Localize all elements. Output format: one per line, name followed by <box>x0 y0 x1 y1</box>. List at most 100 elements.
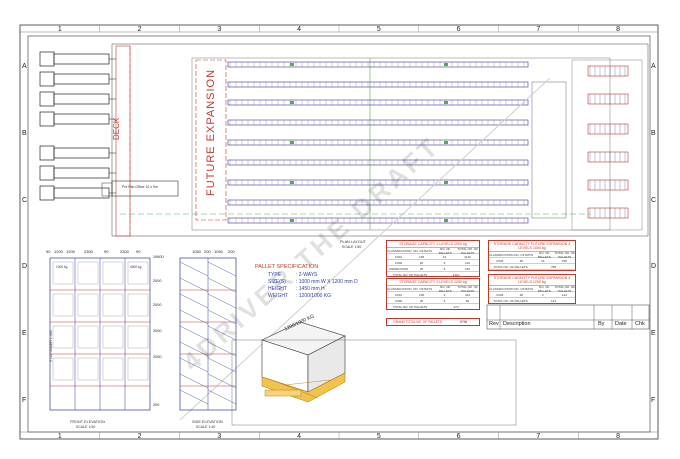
side-top-dim: 200 <box>204 249 211 254</box>
bracing <box>179 389 209 405</box>
by-header: By <box>598 321 605 327</box>
front-top-dim: 2300 <box>120 249 129 254</box>
cell: 16 <box>541 258 545 263</box>
total-value: 4410 <box>452 272 460 277</box>
side-top-dim: 200 <box>228 249 235 254</box>
cell: 48 <box>519 258 523 263</box>
hdr-total: TOTAL NO. OF PALLETS <box>554 284 575 293</box>
grid-col-top: 4 <box>297 26 302 33</box>
pallet-load-box <box>77 357 99 381</box>
front-side-dim: 2000 <box>153 355 162 359</box>
cell: 768 <box>561 258 567 263</box>
rack-bays <box>229 200 525 205</box>
pallet-height-label: HEIGHT <box>268 286 287 292</box>
bracing <box>207 373 237 389</box>
rack-row <box>227 81 529 88</box>
cell: C001 <box>394 292 403 297</box>
hdr-total: TOTAL NO. OF PALLETS <box>554 250 575 259</box>
pallet-load-box <box>102 293 124 317</box>
cell: 20 <box>419 260 424 265</box>
grid-row-left: A <box>22 63 27 71</box>
grid-row-right: E <box>651 330 656 337</box>
truck-body <box>39 71 55 87</box>
right-rack <box>587 93 629 105</box>
cell: 120 <box>464 260 470 265</box>
pallet-load-box <box>77 261 99 285</box>
grid-row-left: C <box>22 196 28 204</box>
hdr-bays: NO. OF BAYS <box>514 286 534 291</box>
chk-header: Chk <box>635 321 645 327</box>
total-label: TOTAL NO. OF PALLETS <box>392 272 428 277</box>
table-future-4l-1000: STORAGE CAPACITY FUTURE EXPANSION 4 LEVE… <box>488 240 576 271</box>
total-label: TOTAL NO. OF PALLETS <box>392 304 428 309</box>
hdr-pallets: NO. OF PALLETS <box>438 284 452 293</box>
front-top-dim: 1200 <box>66 249 75 254</box>
table-title: STORAGE CAPACITY 3 LEVELS 1200 kg <box>387 279 479 286</box>
truck-trailer <box>53 167 110 179</box>
pallet-size-label: SIZE(S) <box>268 279 286 285</box>
grand-total-value: 5796 <box>460 320 468 324</box>
cell: 6 <box>443 260 446 265</box>
cell: C003 <box>496 292 504 297</box>
hdr-class: CLASSIFICATION <box>387 248 412 253</box>
pallet-load-box <box>77 325 99 349</box>
truck-trailer <box>53 187 110 199</box>
bracing <box>207 293 237 309</box>
table-future-4l-1200: STORAGE CAPACITY FUTURE EXPANSION 4 LEVE… <box>488 274 576 304</box>
pallet-load-box <box>102 261 124 285</box>
grid-row-right: D <box>651 263 657 271</box>
truck-body <box>39 165 55 181</box>
hdr-total: TOTAL NO. OF PALLETS <box>457 246 478 255</box>
hdr-bays: NO. OF BAYS <box>413 286 433 291</box>
column-marker <box>290 141 294 144</box>
front-elev-scale: SCALE 1:50 <box>76 425 96 429</box>
cell: 138 <box>418 254 424 259</box>
side-elev-scale: SCALE 1:40 <box>196 425 216 429</box>
rack-row <box>227 61 529 68</box>
load-label: 1000 kg <box>56 265 68 269</box>
front-top-dim: 1200 <box>54 249 63 254</box>
grid-row-left: D <box>22 263 28 271</box>
cell: 144 <box>561 292 567 297</box>
bracing <box>179 357 209 373</box>
front-side-dim: 10600 <box>153 255 164 259</box>
total-label: TOTAL NO. OF PALLETS <box>493 264 528 269</box>
grid-row-left: B <box>22 130 27 137</box>
rack-bays <box>229 218 525 223</box>
pallet-load-box <box>77 293 99 317</box>
side-top-dim: 1050 <box>192 249 201 254</box>
bracing <box>207 261 237 277</box>
cell: C001 <box>394 254 403 259</box>
grid-col-bottom: 7 <box>536 433 541 440</box>
cell: 138 <box>418 292 424 297</box>
truck-body <box>39 145 55 161</box>
grid-col-bottom: 1 <box>57 433 62 440</box>
load-label-alt: 4000 kg <box>130 265 142 269</box>
grid-col-top: 7 <box>536 26 541 33</box>
cell: 60 <box>465 298 470 303</box>
cell: UNDER PASS <box>388 266 409 271</box>
column-marker <box>444 101 448 104</box>
rack-row <box>227 179 529 186</box>
hdr-class: CLASSIFICATION <box>387 286 412 291</box>
grid-row-right: A <box>651 63 656 71</box>
bracing <box>179 293 209 309</box>
table-storage-3l-1200: STORAGE CAPACITY 3 LEVELS 1200 kg CLASSI… <box>386 278 480 310</box>
rack-bays <box>229 120 525 125</box>
truck-body <box>39 111 55 127</box>
truck-trailer <box>53 53 110 65</box>
hdr-total: TOTAL NO. OF PALLETS <box>457 284 478 293</box>
right-rack <box>587 207 629 219</box>
plan-scale: SCALE 1:80 <box>342 245 362 249</box>
cell: C003 <box>496 258 504 263</box>
pallet-weight-label: WEIGHT <box>268 293 288 299</box>
bracing <box>207 325 237 341</box>
cell: 150 <box>464 266 470 271</box>
bracing <box>207 277 237 293</box>
cell: 20 <box>419 298 424 303</box>
front-side-dim: 2000 <box>153 279 162 283</box>
pallet-load-box <box>127 261 149 285</box>
pallet-load-box <box>52 261 74 285</box>
bracing <box>179 277 209 293</box>
